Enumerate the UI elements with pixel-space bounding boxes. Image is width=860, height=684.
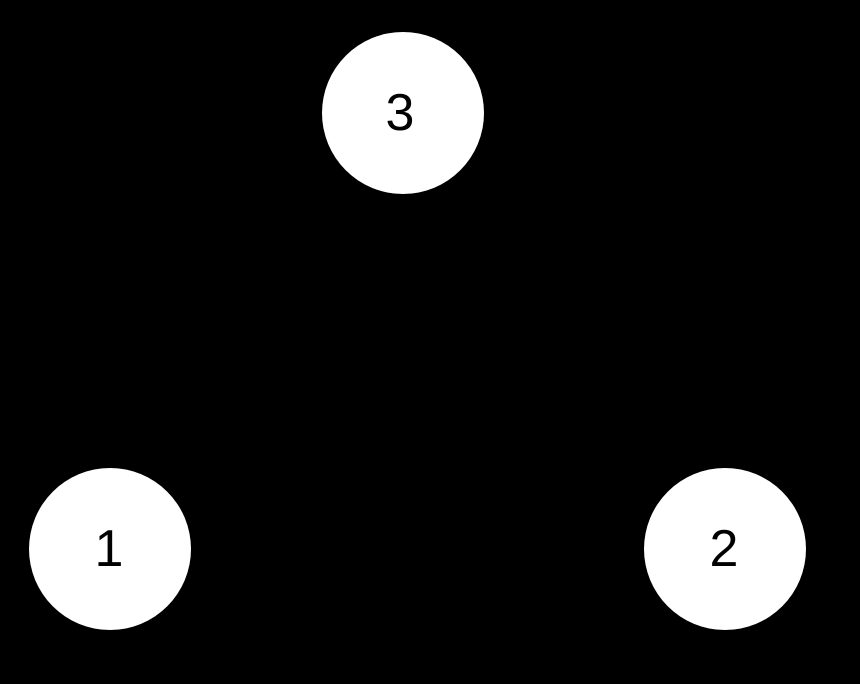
graph-node-1[interactable]: 1 bbox=[29, 468, 191, 630]
edges-group bbox=[109, 112, 726, 550]
graph-node-3[interactable]: 3 bbox=[322, 32, 484, 194]
node-circle-3[interactable] bbox=[322, 32, 484, 194]
node-circle-1[interactable] bbox=[29, 468, 191, 630]
node-label-1: 1 bbox=[95, 520, 124, 578]
node-label-2: 2 bbox=[710, 520, 739, 578]
nodes-group: 3 1 2 bbox=[29, 32, 806, 630]
graph-edge-1-3 bbox=[109, 112, 404, 550]
graph-edge-3-2 bbox=[402, 112, 726, 550]
graph-node-2[interactable]: 2 bbox=[644, 468, 806, 630]
node-circle-2[interactable] bbox=[644, 468, 806, 630]
node-label-3: 3 bbox=[386, 84, 415, 142]
